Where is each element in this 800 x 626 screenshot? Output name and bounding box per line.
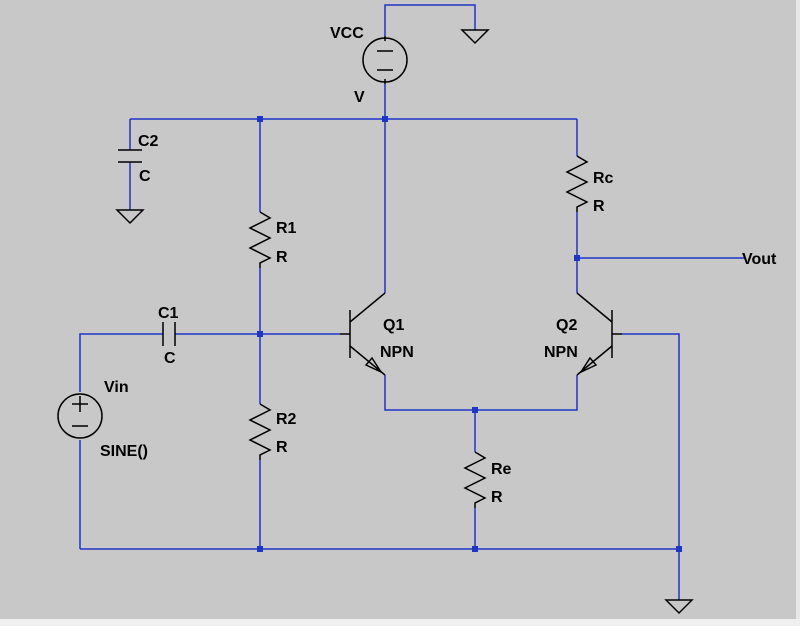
c2-label: C2 (138, 133, 159, 150)
junction-base-node[interactable] (257, 331, 263, 337)
wire-vcc-top[interactable] (384, 4, 476, 36)
vin-source[interactable] (57, 393, 103, 439)
ground-icon-bottom (664, 599, 694, 615)
rc-resistor[interactable] (565, 155, 589, 212)
q1-value-label: NPN (380, 344, 414, 361)
vcc-label: VCC (330, 25, 364, 42)
r1-resistor[interactable] (248, 211, 272, 268)
junction-ground-re[interactable] (472, 546, 478, 552)
re-label: Re (491, 461, 512, 478)
vout-label: Vout (742, 251, 777, 268)
r1-value-label: R (276, 249, 288, 266)
wire-q1-emitter[interactable] (384, 375, 578, 411)
q1-transistor[interactable] (340, 292, 386, 376)
c1-label: C1 (158, 305, 179, 322)
q2-value-label: NPN (544, 344, 578, 361)
c1-capacitor[interactable] (162, 322, 176, 346)
r2-resistor[interactable] (248, 403, 272, 460)
re-value-label: R (491, 489, 503, 506)
wire-c1-left[interactable] (79, 333, 163, 392)
r2-value-label: R (276, 439, 288, 456)
c2-capacitor[interactable] (118, 149, 142, 163)
ground-icon-top (460, 29, 490, 45)
vcc-source[interactable] (362, 36, 408, 84)
wires (79, 4, 745, 600)
re-resistor[interactable] (463, 451, 487, 508)
status-strip (0, 619, 800, 626)
ground-icon-c2 (115, 209, 145, 225)
rc-label: Rc (593, 170, 614, 187)
q2-transistor[interactable] (576, 292, 622, 376)
junction-ground-r2[interactable] (257, 546, 263, 552)
junction-r1-top[interactable] (257, 116, 263, 122)
junction-emitter-node[interactable] (472, 407, 478, 413)
rc-value-label: R (593, 198, 605, 215)
r1-label: R1 (276, 220, 297, 237)
junction-vcc-rail[interactable] (382, 116, 388, 122)
wire-q2-base[interactable] (622, 333, 680, 549)
q1-label: Q1 (383, 317, 404, 334)
junction-ground-right[interactable] (676, 546, 682, 552)
junction-vout[interactable] (574, 255, 580, 261)
vin-value-label: SINE() (100, 443, 148, 460)
c2-value-label: C (139, 168, 151, 185)
vin-label: Vin (104, 379, 129, 396)
q2-label: Q2 (556, 317, 577, 334)
r2-label: R2 (276, 411, 297, 428)
vcc-value-label: V (354, 89, 365, 106)
junctions (257, 116, 682, 552)
c1-value-label: C (164, 350, 176, 367)
